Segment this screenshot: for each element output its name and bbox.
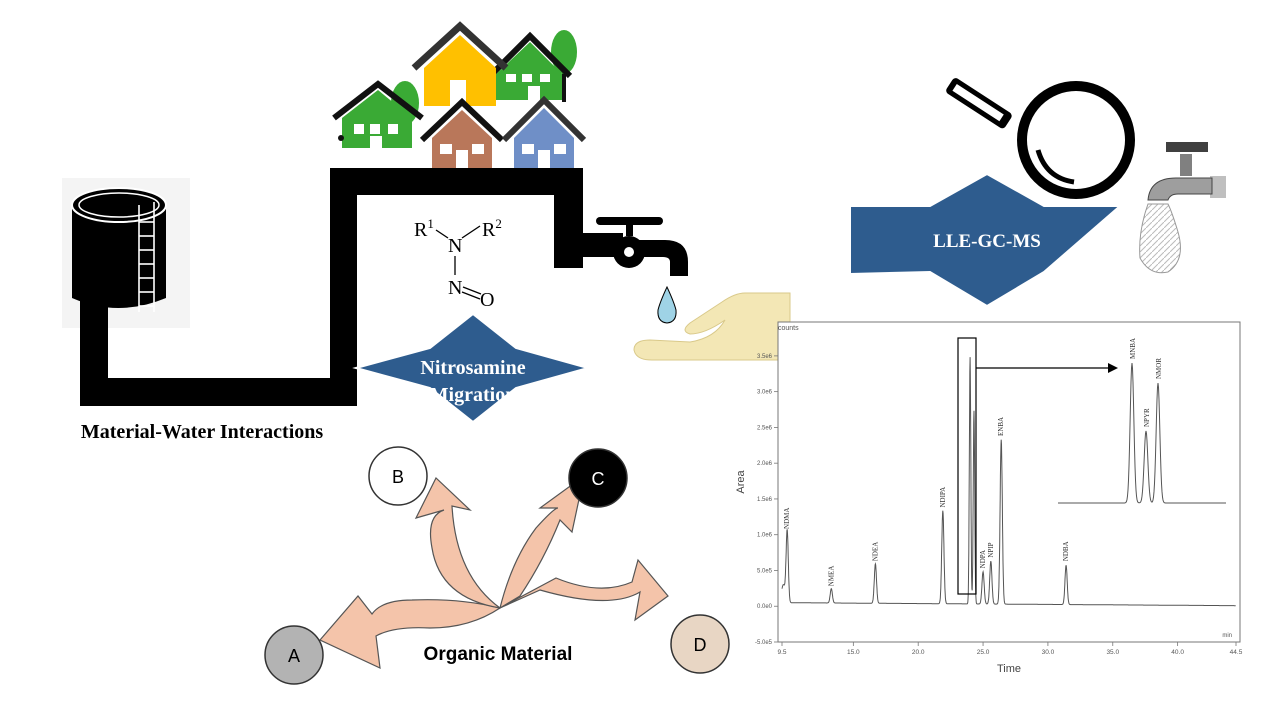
chromatogram-trace [781,357,1236,607]
tap-splash-icon [1139,142,1226,274]
water-pipe [80,168,583,406]
y-tick-label: 3.5e6 [757,354,773,360]
x-tick-label: 15.0 [847,649,860,656]
y-tick-label: 2.0e6 [757,461,773,467]
nitrosamine-migration-star: Nitrosamine Migration [352,312,592,424]
migration-label: Migration [430,384,517,406]
circle-a-label: A [288,646,300,666]
nitrosamine-structure: R1 R2 N N O [414,216,502,311]
circle-c-label: C [592,469,605,489]
x-tick-label: 35.0 [1106,649,1119,656]
organic-material-arrows [319,474,669,670]
magnifier-icon [946,78,1135,199]
oxygen-label: O [480,289,494,311]
peak-label: NDEA [871,542,879,561]
zoom-box [957,337,977,595]
y-tick-label: 1.5e6 [757,497,773,503]
method-label: LLE-GC-MS [933,231,1041,252]
x-unit-label: min [1222,633,1232,639]
x-tick-label: 40.0 [1171,649,1184,656]
x-tick-label: 9.5 [777,649,786,656]
y-tick-label: -5.0e5 [755,640,773,646]
circle-d: D [670,614,730,674]
x-tick-label: 20.0 [912,649,925,656]
y-tick-label: 5.0e5 [757,568,773,574]
nitrosamine-label: Nitrosamine [420,357,525,379]
peak-label: NPIP [987,542,995,557]
house-icon [411,21,509,106]
y-tick-label: 1.0e6 [757,533,773,539]
circle-b-label: B [392,467,404,487]
inset-trace [1058,362,1226,504]
circle-b: B [368,446,428,506]
x-tick-label: 30.0 [1042,649,1055,656]
zoom-arrowhead [1108,363,1118,373]
inset-peak-label: NMOR [1155,358,1163,379]
house-icon [332,80,424,148]
peak-label: NDBA [1062,541,1070,561]
r2-label: R2 [482,216,502,241]
chromatogram: counts min Time Area 9.5 15.0 20.0 25.0 30.0… [735,321,1243,675]
water-drop-icon [657,285,677,324]
x-axis-label: Time [997,663,1021,675]
peak-label: ENBA [997,417,1005,436]
plot-frame [777,321,1241,643]
y-axis-label: Area [735,470,747,494]
houses-cluster [332,21,587,168]
circle-a: A [264,625,324,685]
r1-label: R1 [414,216,434,241]
house-icon [419,97,505,168]
circle-d-label: D [694,635,707,655]
amine-n-label: N [448,235,462,257]
faucet-icon [583,217,688,276]
y-tick-label: 2.5e6 [757,425,773,431]
peak-label: NDMA [783,508,791,529]
water-tank-icon [62,178,190,328]
inset-peak-label: MNBA [1129,338,1137,359]
inset-peak-label: NPYR [1143,408,1151,427]
y-unit-label: counts [778,325,799,332]
peak-label: NMEA [827,566,835,587]
peak-label: NDPA [979,550,987,568]
nitroso-n-label: N [448,277,462,299]
material-water-label: Material-Water Interactions [81,421,324,443]
hand-icon [633,292,791,361]
circle-c: C [568,448,628,508]
lle-gc-ms-star: LLE-GC-MS [849,172,1123,308]
peak-label: NDIPA [939,487,947,508]
x-tick-label: 25.0 [977,649,990,656]
y-tick-label: 3.0e6 [757,390,773,396]
house-icon [501,95,587,168]
organic-material-label: Organic Material [424,644,573,665]
y-tick-label: 0.0e0 [757,604,773,610]
x-tick-label: 44.5 [1230,649,1243,656]
